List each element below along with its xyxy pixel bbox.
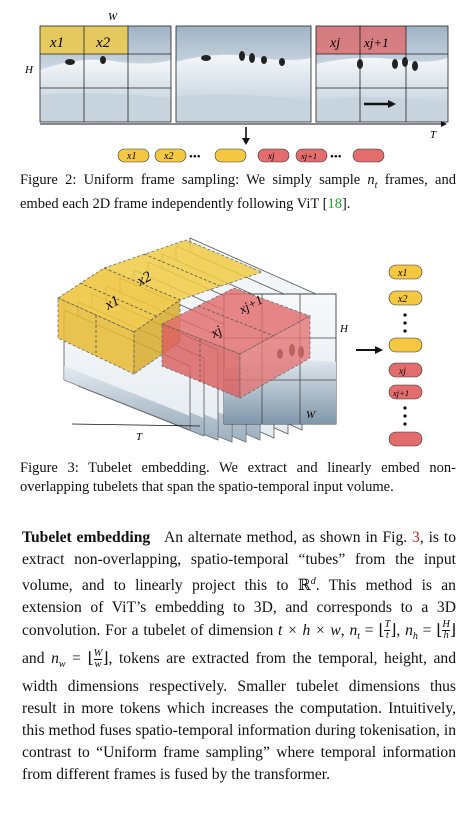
vertical-dot: [403, 406, 407, 410]
math-rd: ℝd: [297, 576, 316, 595]
vertical-dot: [403, 313, 407, 317]
red-tubelets: [161, 287, 311, 399]
fig2-patch-xj1: xj+1: [363, 35, 389, 50]
fig2-label-h: H: [24, 64, 34, 76]
fig2-caption-post: ].: [341, 195, 351, 212]
math-tubelet-dims: t × h × w: [278, 621, 341, 639]
fig3-token-xj: xj: [398, 367, 406, 377]
fig2-token-xj: xj: [267, 151, 275, 161]
fig3-token-x2: x2: [397, 294, 407, 305]
fig2-token-xj1: xj+1: [300, 151, 317, 161]
yellow-tubelets: [57, 239, 264, 375]
fig2-dots-1: •••: [189, 151, 201, 163]
tubelet-embedding-paragraph: Tubelet embedding An alternate method, a…: [22, 529, 456, 784]
fig3-token-xj1: xj+1: [392, 388, 409, 398]
frame-3: [315, 25, 449, 123]
para-part-4: tokens are extracted from the temporal, …: [22, 649, 456, 784]
fig3-tube-x1: x1: [101, 293, 122, 314]
frame-1: [39, 25, 172, 123]
para-part-1: An alternate method, as shown in Fig.: [163, 529, 408, 546]
frame-2: [175, 25, 312, 123]
fig3-label-w: W: [306, 409, 316, 421]
fig3-label-t: T: [136, 431, 143, 443]
fig2-patch-x1: x1: [49, 35, 64, 51]
para-part-2: , is to extract non-overlapping, spatio-…: [22, 529, 456, 595]
fig3-tube-x2: x2: [133, 269, 154, 290]
figure-3-diagram: x1 x2 xj xj+1 H W T x1 x2 xj xj+1: [57, 237, 423, 447]
fig2-caption-pre: Figure 2: Uniform frame sampling: We sim…: [20, 172, 368, 188]
fig2-patch-x2: x2: [95, 35, 111, 51]
figure-2-diagram: W H: [24, 11, 449, 163]
fig2-dots-2: •••: [330, 151, 342, 163]
fig3-label-h: H: [339, 323, 349, 335]
fig2-caption-mid: frames, and embed each 2D frame independ…: [20, 172, 456, 212]
fig2-label-w: W: [108, 11, 118, 23]
para-part-3: . This method is an extension of ViT’s e…: [22, 577, 456, 639]
fig2-caption-nt: n: [367, 172, 375, 188]
fig2-token-row: x1 x2 ••• xj xj+1 •••: [117, 148, 385, 163]
vertical-dot: [403, 422, 407, 426]
fig2-token-x2: x2: [163, 151, 173, 162]
vertical-dot: [403, 329, 407, 333]
fig2-patch-xj: xj: [329, 36, 340, 51]
fig2-label-t: T: [430, 129, 437, 141]
section-heading: Tubelet embedding: [22, 529, 151, 546]
figure-3-caption: Figure 3: Tubelet embedding. We extract …: [20, 460, 456, 495]
fig3-reference-link[interactable]: 3: [412, 529, 420, 546]
fig2-caption-nt-sub: t: [374, 179, 378, 191]
vertical-dot: [403, 414, 407, 418]
fig2-caption-ref[interactable]: 18: [327, 195, 342, 212]
fig3-token-x1: x1: [397, 268, 407, 279]
vertical-dot: [403, 321, 407, 325]
fig3-token-column: x1 x2 xj xj+1: [388, 264, 423, 447]
figure-2-caption: Figure 2: Uniform frame sampling: We sim…: [20, 171, 456, 214]
fig2-token-x1: x1: [126, 151, 136, 162]
